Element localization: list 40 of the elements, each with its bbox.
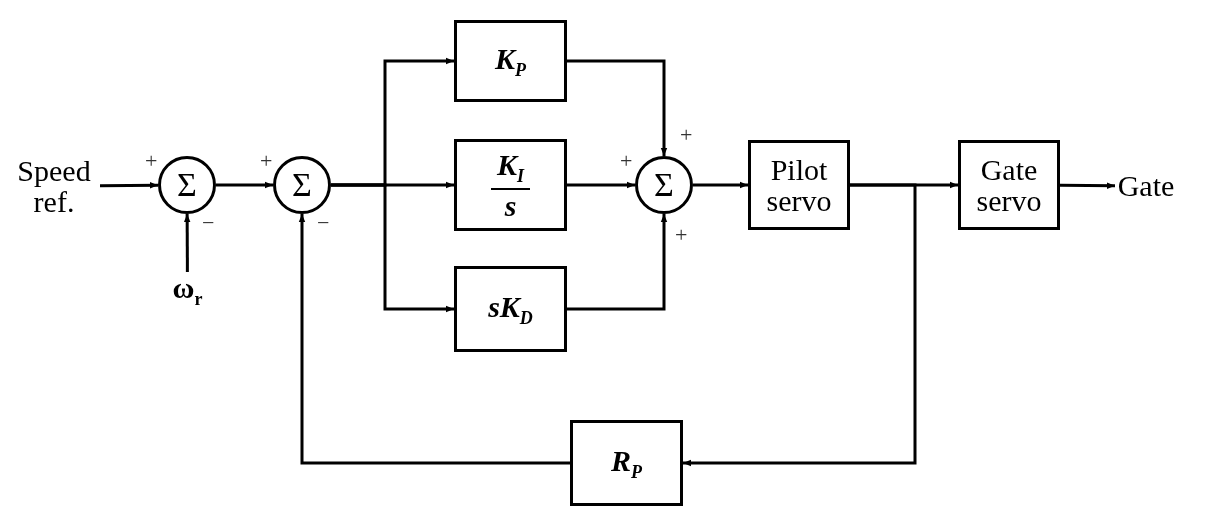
sign-label: − (202, 212, 215, 234)
arrow (693, 181, 748, 189)
arrow (567, 59, 668, 156)
sign-label: + (680, 124, 693, 146)
block-label: Gate servo (975, 153, 1043, 217)
process-box (748, 140, 850, 230)
arrow (298, 214, 570, 465)
sign-label: + (145, 150, 158, 172)
sign-label: + (675, 224, 688, 246)
sign-label: + (620, 150, 633, 172)
sum-symbol: Σ (654, 168, 674, 202)
numerator: K$_{I}$ (491, 148, 530, 190)
block-label: R$_{P}$ (611, 444, 642, 482)
denominator: s (504, 189, 517, 222)
output-label: Gate (1117, 170, 1175, 202)
signal-label: ω$_{r}$ (172, 271, 203, 309)
gain-block (454, 266, 567, 352)
arrow (683, 183, 917, 467)
block-label: K$_{P}$ (495, 42, 526, 80)
input-label: Speed ref. (16, 154, 92, 218)
arrow (216, 181, 273, 189)
block-label: sK$_{D}$ (488, 290, 533, 328)
sign-label: − (317, 212, 330, 234)
process-box (958, 140, 1060, 230)
arrow (1060, 182, 1115, 189)
sign-label: + (260, 150, 273, 172)
arrow (567, 214, 668, 311)
gain-block (570, 420, 683, 506)
sum-symbol: Σ (177, 168, 197, 202)
arrow (100, 182, 158, 189)
gain-block (454, 139, 567, 231)
summing-junction (158, 156, 216, 214)
sum-symbol: Σ (292, 168, 312, 202)
block-label: Pilot servo (765, 153, 833, 217)
arrow (184, 214, 191, 272)
arrow (567, 181, 635, 189)
summing-junction (635, 156, 693, 214)
summing-junction (273, 156, 331, 214)
arrow (331, 183, 454, 313)
gain-block (454, 20, 567, 102)
